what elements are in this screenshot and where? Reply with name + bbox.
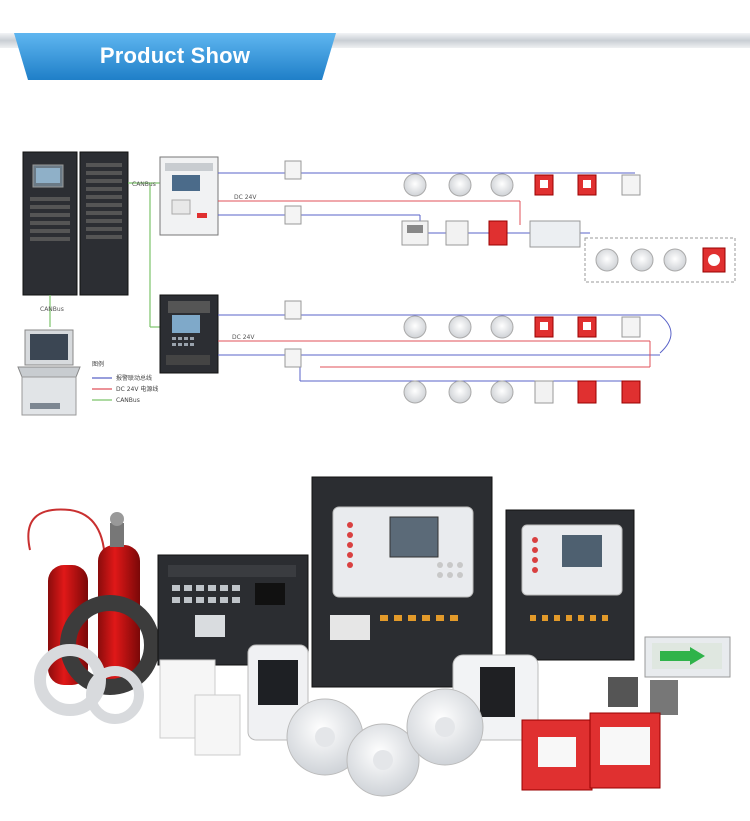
- diagram-legend: 图例 报警联动总线 DC 24V 电源线 CANBus: [92, 360, 158, 404]
- canbus-label-bottom: CANBus: [40, 306, 64, 313]
- power-label-top: DC 24V: [234, 194, 257, 201]
- legend-title: 图例: [92, 360, 104, 368]
- legend-item-power: DC 24V 电源线: [116, 385, 158, 393]
- detector-row-1: [403, 173, 641, 197]
- control-panel-center: [311, 476, 493, 688]
- detector-row-2: [401, 220, 726, 273]
- detector-row-3: [403, 315, 641, 339]
- system-diagram: CANBus CANBus: [0, 105, 750, 455]
- wiring-diagram-svg: CANBus CANBus: [17, 151, 736, 416]
- section-banner: Product Show: [0, 0, 750, 105]
- product-collage-svg: [27, 476, 731, 797]
- isolator-modules: [284, 160, 302, 368]
- dashed-group-box: [584, 237, 736, 283]
- power-label-bottom: DC 24V: [232, 334, 255, 341]
- main-control-cabinet: [22, 151, 129, 296]
- smoke-detectors: [286, 688, 484, 797]
- canbus-lines: [49, 182, 160, 328]
- product-photo: [0, 455, 750, 816]
- current-transformers: [34, 595, 160, 724]
- fire-alarm-controller-top: [159, 156, 219, 236]
- power-lines: [218, 200, 651, 368]
- terminal-units: [159, 644, 539, 756]
- banner-graphic: [0, 33, 750, 80]
- legend-item-alarm-bus: 报警联动总线: [116, 374, 152, 382]
- banner-title: Product Show: [99, 43, 251, 68]
- manual-call-points: [521, 712, 661, 791]
- legend-item-canbus: CANBus: [116, 397, 140, 404]
- detector-row-4: [403, 380, 641, 404]
- canbus-label-top: CANBus: [132, 181, 156, 188]
- exit-sign: [608, 636, 731, 715]
- control-panel-right: [505, 509, 635, 661]
- fire-alarm-controller-bottom: [159, 294, 219, 374]
- banner-tab: [14, 33, 336, 80]
- operator-console: [17, 329, 81, 416]
